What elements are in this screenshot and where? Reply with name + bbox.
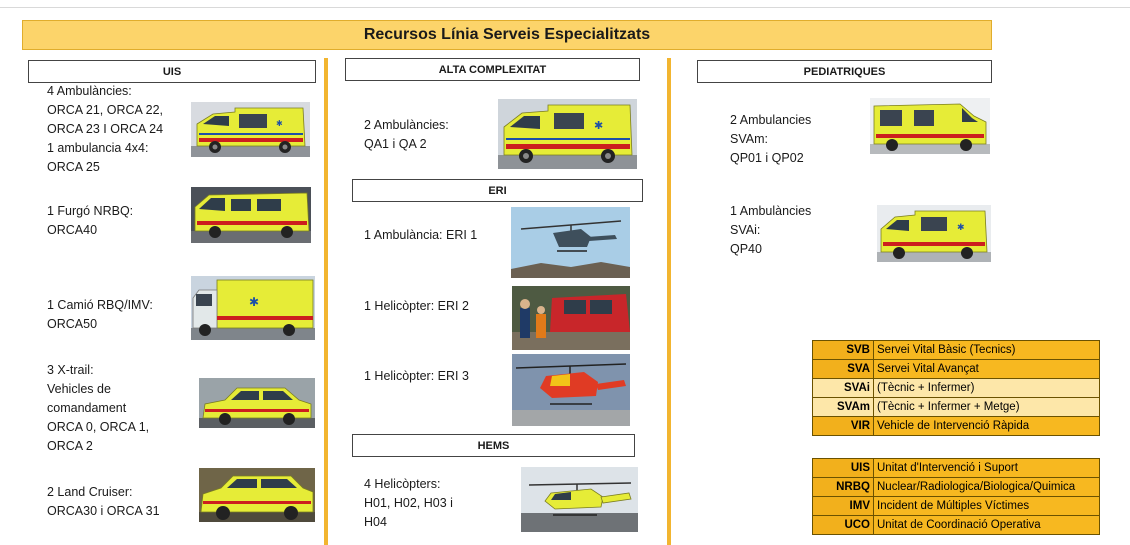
uis-item-ambulances: 4 Ambulàncies: ORCA 21, ORCA 22, ORCA 23…: [47, 84, 164, 174]
eri-item-2: 1 Helicòpter: ERI 2: [364, 299, 469, 313]
legend-desc: Servei Vital Avançat: [873, 359, 1100, 379]
legend-abbr: UCO: [812, 515, 874, 535]
legend-desc: Unitat d'Intervenció i Suport: [873, 458, 1100, 478]
legend-desc: (Tècnic + Infermer): [873, 378, 1100, 398]
svg-text:✱: ✱: [276, 119, 283, 128]
page-title: Recursos Línia Serveis Especialitzats: [22, 20, 992, 50]
alta-item-ambulances: 2 Ambulàncies: QA1 i QA 2: [364, 118, 449, 151]
ambulance-photo: ✱: [191, 102, 310, 157]
legend-desc: Servei Vital Bàsic (Tecnics): [873, 340, 1100, 360]
hems-item-helicopters: 4 Helicòpters: H01, H02, H03 i H04: [364, 477, 453, 529]
legend-desc: Unitat de Coordinació Operativa: [873, 515, 1100, 535]
legend-abbr: SVAi: [812, 378, 874, 398]
legend-desc: Vehicle de Intervenció Ràpida: [873, 416, 1100, 436]
top-border-line: [0, 7, 1130, 8]
pediatriques-item-svai: 1 Ambulàncies SVAi: QP40: [730, 204, 812, 256]
van-photo: [191, 187, 311, 243]
legend-abbr: UIS: [812, 458, 874, 478]
section-header-pediatriques: PEDIATRIQUES: [697, 60, 992, 83]
ambulance-photo: ✱: [877, 205, 991, 262]
column-divider-left: [324, 58, 328, 545]
eri-item-3: 1 Helicòpter: ERI 3: [364, 369, 469, 383]
legend-desc: Nuclear/Radiologica/Biologica/Quimica: [873, 477, 1100, 497]
legend-abbr: NRBQ: [812, 477, 874, 497]
legend-abbr: SVAm: [812, 397, 874, 417]
ambulance-photo: [870, 98, 990, 154]
uis-item-truck: 1 Camió RBQ/IMV: ORCA50: [47, 298, 153, 331]
legend-desc: Incident de Múltiples Víctimes: [873, 496, 1100, 516]
legend-abbr: IMV: [812, 496, 874, 516]
legend-abbr: VIR: [812, 416, 874, 436]
section-header-alta-complexitat: ALTA COMPLEXITAT: [345, 58, 640, 81]
section-header-hems: HEMS: [352, 434, 635, 457]
helicopter-photo: [521, 467, 638, 532]
section-header-eri: ERI: [352, 179, 643, 202]
legend-row: SVAi(Tècnic + Infermer): [812, 378, 1100, 398]
suv-photo: [199, 378, 315, 428]
svg-text:✱: ✱: [957, 223, 965, 233]
truck-photo: ✱: [191, 276, 315, 340]
rescue-scene-photo: [512, 286, 630, 350]
uis-item-land-cruiser: 2 Land Cruiser: ORCA30 i ORCA 31: [47, 485, 160, 518]
section-header-uis: UIS: [28, 60, 316, 83]
uis-item-xtrail: 3 X-trail: Vehicles de comandament ORCA …: [47, 363, 150, 453]
legend-desc: (Tècnic + Infermer + Metge): [873, 397, 1100, 417]
legend-abbr: SVB: [812, 340, 874, 360]
column-divider-right: [667, 58, 671, 545]
uis-item-nrbq-van: 1 Furgó NRBQ: ORCA40: [47, 204, 134, 237]
eri-item-1: 1 Ambulància: ERI 1: [364, 228, 478, 242]
helicopter-photo: [512, 354, 630, 426]
helicopter-photo: [511, 207, 630, 278]
ambulance-photo: ✱: [498, 99, 637, 169]
suv-photo: [199, 468, 315, 522]
legend-row: SVAm(Tècnic + Infermer + Metge): [812, 397, 1100, 417]
svg-text:✱: ✱: [249, 295, 259, 309]
legend-abbr: SVA: [812, 359, 874, 379]
svg-text:✱: ✱: [594, 119, 603, 132]
pediatriques-item-svam: 2 Ambulancies SVAm: QP01 i QP02: [730, 113, 812, 165]
